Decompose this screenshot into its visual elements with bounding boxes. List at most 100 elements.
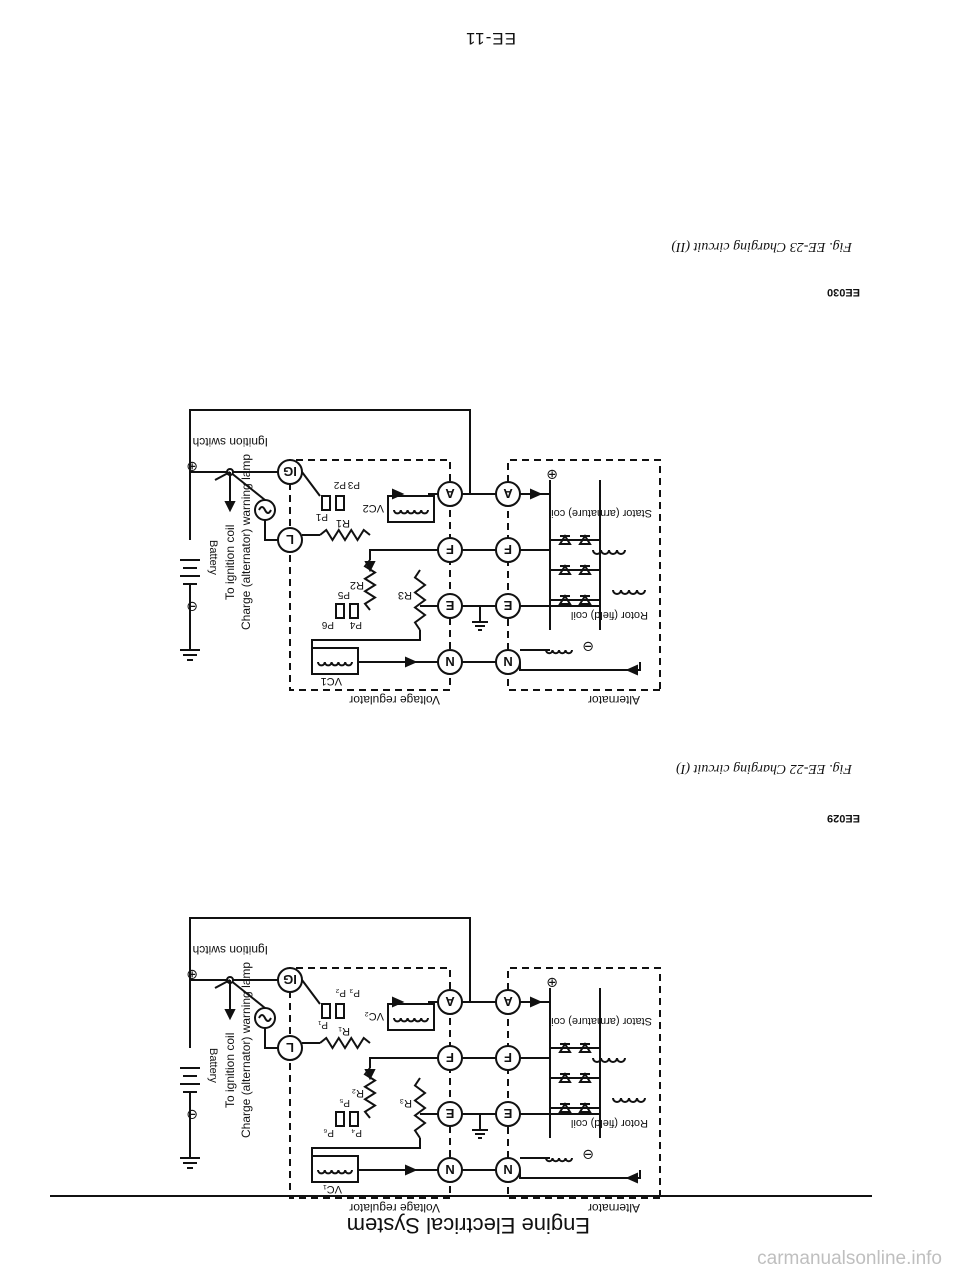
- reg-top-bus: [311, 1138, 421, 1156]
- charge-lamp-label: Charge (alternator) warning lamp: [239, 454, 253, 630]
- reg-terminal-e: E: [445, 598, 454, 613]
- vc2-core: [387, 495, 435, 523]
- alt-terminal-e: E: [503, 598, 512, 613]
- alt-terminal-e: E: [503, 1106, 512, 1121]
- alt-n-wire: [519, 662, 641, 671]
- r1-label: R₁: [338, 1025, 350, 1037]
- reg-top-bus: [311, 630, 421, 648]
- figure-caption-2: Fig. EE-23 Charging circuit (II): [671, 239, 852, 254]
- reg-terminal-n: N: [445, 654, 454, 669]
- flow-arrow-n-reg: [405, 1164, 418, 1176]
- diode-neg-0: [578, 594, 592, 605]
- vc1-label: VC₁: [323, 1183, 342, 1195]
- lamp-return: [229, 471, 266, 501]
- contact-p2: [335, 495, 345, 511]
- ignition-coil-label: To ignition coil: [223, 1033, 237, 1108]
- p6-label: P₆: [323, 1127, 334, 1138]
- r2-label: R2: [350, 579, 364, 591]
- reg-terminal-f: F: [446, 542, 454, 557]
- diode-pos-1: [558, 564, 572, 575]
- p3-label: P3: [347, 479, 360, 490]
- main-charge-wire: [189, 917, 471, 1002]
- vc1-coil: [317, 661, 353, 667]
- circuit-drawing-2: Alternator Voltage regulator N N E E F F A A L IG ⊖ ⊕…: [180, 409, 661, 707]
- r2-label: R₂: [352, 1087, 364, 1099]
- reg-terminal-a: A: [445, 486, 455, 501]
- reg-ig-wire: [301, 979, 321, 1005]
- vc1-core: [311, 647, 359, 675]
- r1-resistor: [319, 528, 371, 542]
- reg-terminal-n: N: [445, 1162, 454, 1177]
- vc2-coil: [393, 509, 429, 515]
- alt-terminal-f: F: [504, 1050, 512, 1065]
- alternator-box: [507, 459, 661, 691]
- flow-arrow-r2: [364, 561, 376, 573]
- flow-arrow-a-reg: [392, 488, 405, 500]
- p4-label: P4: [349, 619, 362, 630]
- vc2-coil: [393, 1017, 429, 1023]
- ignition-switch-blade: [214, 979, 231, 989]
- alt-terminal-n: N: [503, 1162, 512, 1177]
- regulator-box: [289, 967, 451, 1199]
- battery-label: Battery: [207, 1048, 219, 1083]
- reg-terminal-l: L: [286, 532, 294, 547]
- main-charge-wire: [189, 409, 471, 494]
- contact-p2: [335, 1003, 345, 1019]
- r3-resistor: [413, 1077, 427, 1139]
- positive-sign-alt: ⊕: [546, 467, 558, 483]
- flow-arrow-a-reg: [392, 996, 405, 1008]
- p3-label: P₃: [349, 987, 360, 998]
- reg-terminal-ig: IG: [283, 464, 297, 479]
- alt-terminal-n: N: [503, 654, 512, 669]
- vc2-label: VC₂: [364, 1010, 384, 1022]
- r3-label: R3: [398, 589, 412, 601]
- flow-arrow-r2: [364, 1069, 376, 1081]
- diode-pos-0: [558, 594, 572, 605]
- p5-label: P5: [337, 589, 350, 600]
- contact-p1: [321, 495, 331, 511]
- flow-arrow-a-alt: [530, 996, 543, 1008]
- alt-terminal-a: A: [503, 486, 513, 501]
- stator-label: Stator (armature) coil: [549, 1015, 652, 1027]
- figure-code-2: EE030: [826, 286, 860, 298]
- stator-coil-b: [592, 549, 626, 555]
- stator-coil-a: [612, 589, 646, 595]
- warning-lamp-filament: [258, 506, 272, 514]
- r3-label: R₃: [400, 1097, 412, 1109]
- contact-p5: [335, 1111, 345, 1127]
- reg-f-wire: [369, 549, 438, 560]
- reg-terminal-a: A: [445, 994, 455, 1009]
- alt-terminal-a: A: [503, 994, 513, 1009]
- diode-pos-1: [558, 1072, 572, 1083]
- battery-minus-sign: ⊖: [186, 1107, 198, 1123]
- ignition-switch-blade: [214, 471, 231, 481]
- vc1-coil: [317, 1169, 353, 1175]
- flow-arrow-a-alt: [530, 488, 543, 500]
- regulator-label: Voltage regulator: [349, 693, 440, 707]
- alternator-label: Alternator: [588, 693, 640, 707]
- alt-terminal-f: F: [504, 542, 512, 557]
- p4-label: P₄: [351, 1127, 362, 1138]
- rotor-coil: [545, 1157, 573, 1163]
- p2-label: P₂: [335, 987, 346, 998]
- reg-terminal-l: L: [286, 1040, 294, 1055]
- negative-sign-alt: ⊖: [582, 1147, 594, 1163]
- r1-label: R1: [336, 517, 350, 529]
- battery-plus-sign: ⊕: [186, 459, 198, 475]
- p1-label: P1: [315, 511, 328, 522]
- rotor-label: Rotor (field) coil: [571, 1117, 648, 1129]
- battery-minus-sign: ⊖: [186, 599, 198, 615]
- battery-plus-sign: ⊕: [186, 967, 198, 983]
- ignition-switch-label: Ignition switch: [193, 943, 268, 957]
- charge-lamp-label: Charge (alternator) warning lamp: [239, 962, 253, 1138]
- vc2-label: VC2: [363, 502, 384, 514]
- reg-ig-wire: [301, 471, 321, 497]
- diode-neg-2: [578, 1042, 592, 1053]
- p6-label: P6: [321, 619, 334, 630]
- diode-pos-0: [558, 1102, 572, 1113]
- diode-neg-2: [578, 534, 592, 545]
- page-number: EE-11: [465, 29, 516, 48]
